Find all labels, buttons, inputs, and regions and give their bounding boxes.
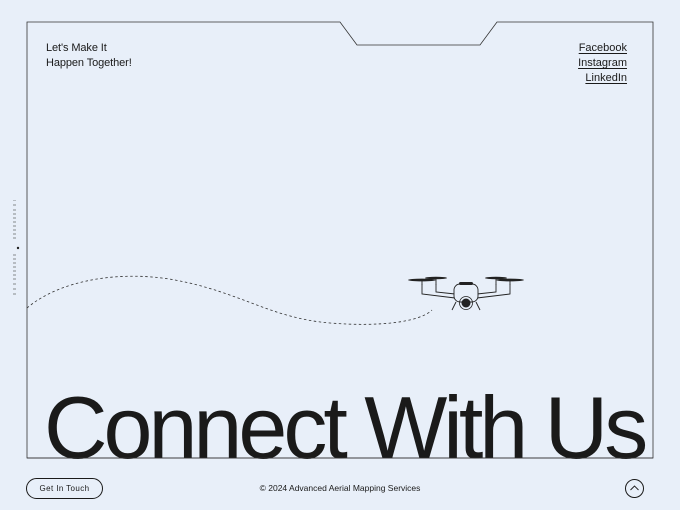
tagline-line-1: Let's Make It xyxy=(46,42,107,54)
facebook-link[interactable]: Facebook xyxy=(578,42,627,54)
chevron-up-icon xyxy=(630,485,639,491)
tagline-line-2: Happen Together! xyxy=(46,57,132,69)
flight-path xyxy=(26,275,433,325)
instagram-link[interactable]: Instagram xyxy=(578,57,627,69)
page-title: Connect With Us xyxy=(44,378,648,477)
scroll-top-button[interactable] xyxy=(625,479,644,498)
linkedin-link[interactable]: LinkedIn xyxy=(585,72,627,84)
social-links: Facebook Instagram LinkedIn xyxy=(578,41,627,86)
tagline: Let's Make It Happen Together! xyxy=(46,41,132,71)
drone-icon xyxy=(408,276,524,311)
altitude-ruler xyxy=(13,200,20,295)
copyright-text: © 2024 Advanced Aerial Mapping Services xyxy=(259,483,421,493)
get-in-touch-button[interactable]: Get In Touch xyxy=(26,478,103,499)
